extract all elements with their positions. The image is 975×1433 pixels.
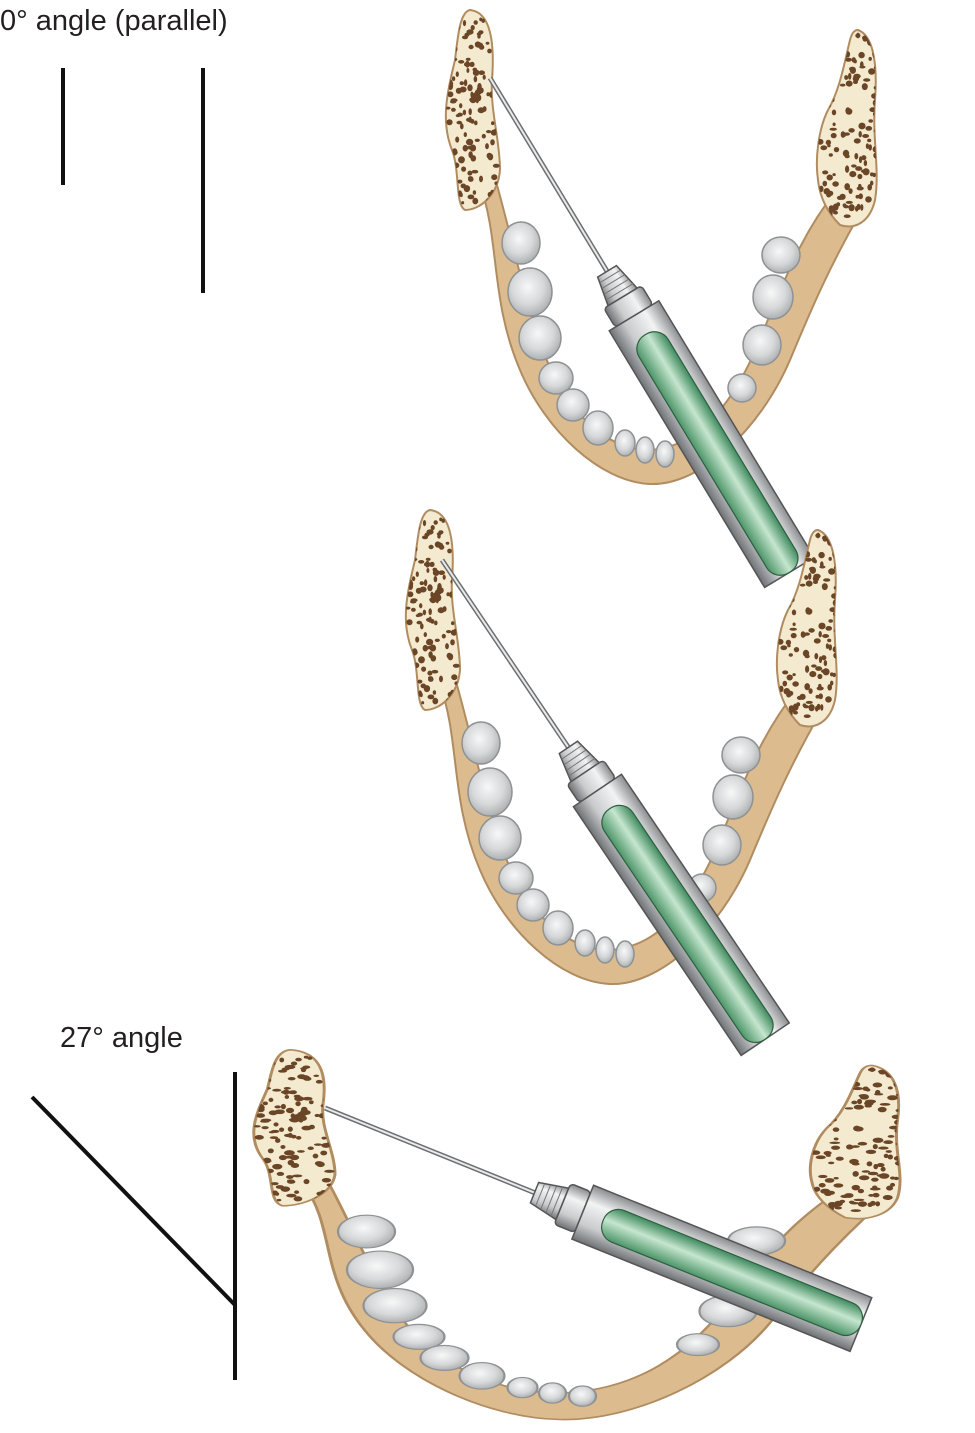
angle-reference-diagonal-line	[30, 1095, 237, 1307]
angle-label-27: 27° angle	[60, 1022, 183, 1054]
angle-label-parallel: 0° angle (parallel)	[0, 5, 228, 37]
